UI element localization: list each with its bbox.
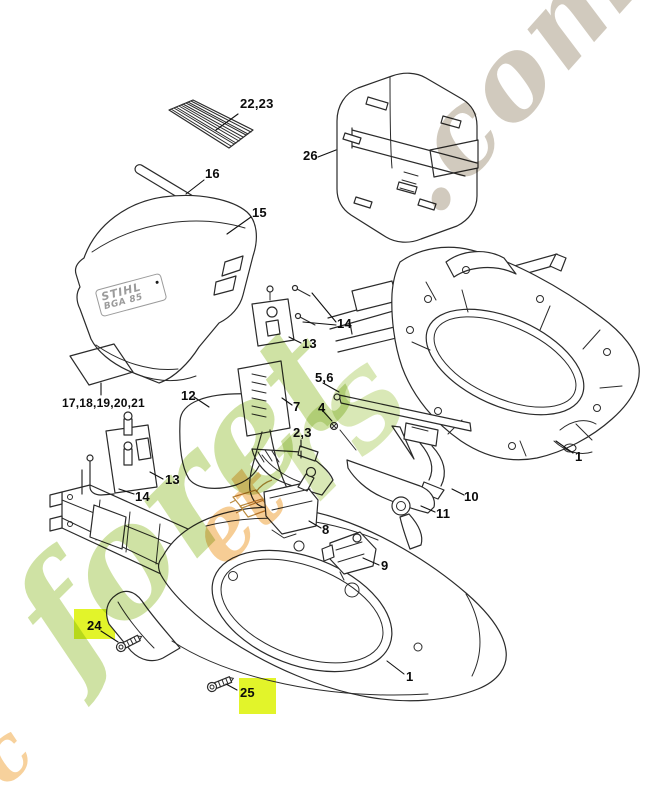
part-label-22-23: 22,23 xyxy=(240,96,274,111)
part-label-15: 15 xyxy=(252,205,267,220)
part-label-17-21: 17,18,19,20,21 xyxy=(62,396,145,410)
part-handle-molding-11 xyxy=(347,460,434,549)
part-label-13-top: 13 xyxy=(302,336,317,351)
part-label-plate-22-23 xyxy=(169,100,253,148)
part-bracket-10 xyxy=(404,423,444,499)
part-trigger-2-3 xyxy=(252,446,333,495)
part-label-4: 4 xyxy=(318,400,326,415)
part-label-24[interactable]: 24 xyxy=(87,618,102,633)
part-label-9: 9 xyxy=(381,558,389,573)
part-label-8: 8 xyxy=(322,522,330,537)
part-label-5-6: 5,6 xyxy=(315,370,334,385)
part-screws-14-top xyxy=(293,286,316,326)
part-label-11: 11 xyxy=(436,506,451,521)
part-battery-cover-26 xyxy=(337,73,478,242)
part-label-10: 10 xyxy=(464,489,479,504)
part-label-7: 7 xyxy=(293,399,301,414)
part-cover-15 xyxy=(75,195,256,383)
part-label-14-left: 14 xyxy=(135,489,150,504)
part-switch-9 xyxy=(322,532,376,580)
part-board-7 xyxy=(238,361,290,436)
part-label-1-right: 1 xyxy=(575,449,583,464)
part-label-26: 26 xyxy=(303,148,318,163)
highlight-box-25[interactable] xyxy=(239,678,276,714)
part-label-14-top: 14 xyxy=(337,316,352,331)
leader-lines xyxy=(101,114,573,690)
part-label-2-3: 2,3 xyxy=(293,425,312,440)
part-switch-13-top xyxy=(252,286,294,346)
part-label-12: 12 xyxy=(181,388,196,403)
part-sticker-17-21 xyxy=(70,344,133,385)
part-label-13-left: 13 xyxy=(165,472,180,487)
part-screw-4 xyxy=(331,423,357,451)
part-screw-25 xyxy=(206,674,235,693)
part-label-1-bottom: 1 xyxy=(406,669,414,684)
part-wire-14-left xyxy=(82,455,114,495)
part-screw-24 xyxy=(115,633,144,654)
part-lever-5-6 xyxy=(334,394,471,459)
part-label-16: 16 xyxy=(205,166,220,181)
part-housing-right-1 xyxy=(392,247,639,459)
part-switch-8 xyxy=(264,468,318,539)
part-label-25[interactable]: 25 xyxy=(240,685,255,700)
part-connector-terminals xyxy=(230,480,272,517)
part-switch-13-left xyxy=(106,412,157,493)
logo-dot xyxy=(155,280,159,285)
